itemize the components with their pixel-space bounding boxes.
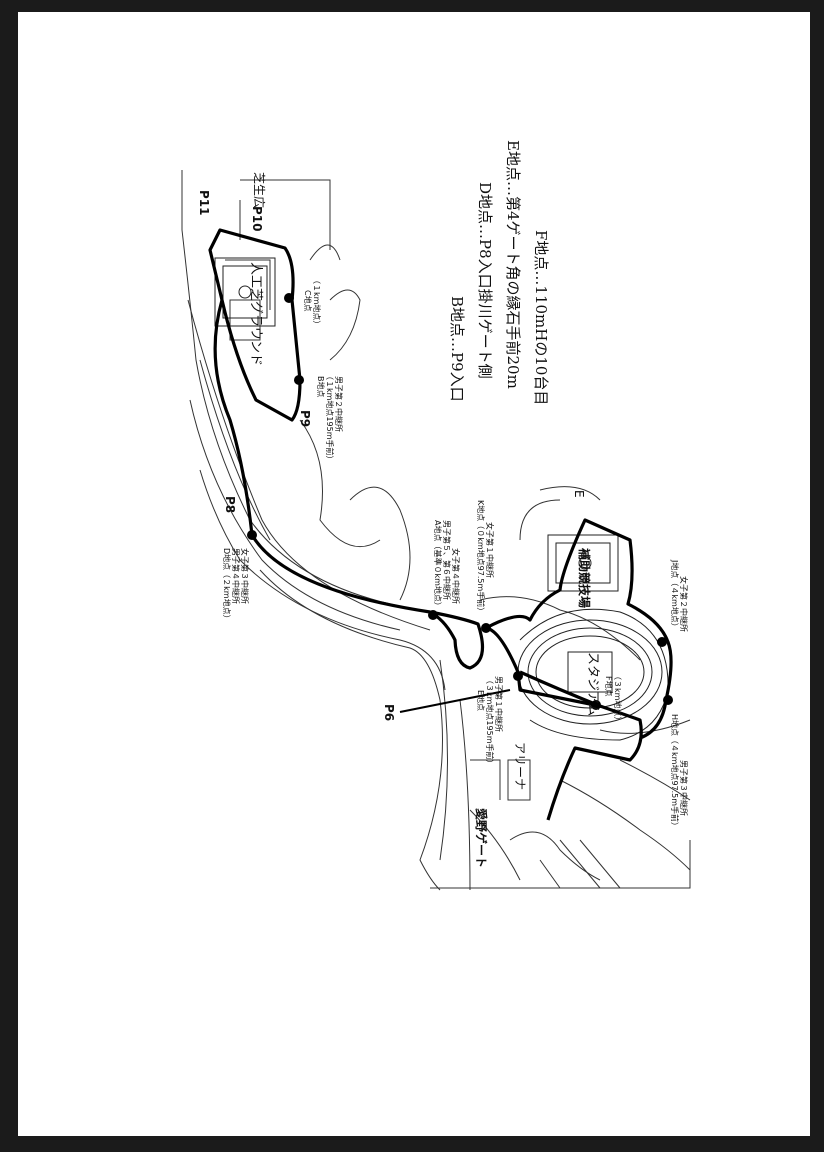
artificial-ground-shape (214, 257, 276, 327)
point-f-line2: （３km地点） (613, 672, 623, 724)
point-c-line1: C地点 (303, 290, 313, 312)
stadium-label: スタジアム (585, 652, 600, 716)
point-c-line2: （１km地点） (312, 276, 322, 328)
edge-letter-label: E (572, 490, 586, 498)
marker-b (294, 375, 304, 385)
point-k-line1: K地点（０km地点97.5m手前） (476, 500, 486, 615)
legend-e: E地点…第4ゲート角の縁石手前20m (504, 140, 522, 389)
marker-k (481, 623, 491, 633)
parking-p9: P9 (298, 410, 312, 427)
point-b-line3: 男子第２中継所 (334, 376, 344, 432)
legend-d: D地点…P8入口掛川ゲート側 (476, 182, 494, 379)
legend: B地点…P9入口 D地点…P8入口掛川ゲート側 E地点…第4ゲート角の縁石手前2… (448, 140, 550, 405)
legend-b: B地点…P9入口 (448, 296, 466, 402)
point-f-line1: F地点 (604, 676, 614, 697)
point-a-line2: 男子第５、第６中継所 (442, 520, 452, 600)
route-markers (247, 293, 673, 710)
marker-j (657, 637, 667, 647)
point-k-line2: 女子第１中継所 (485, 522, 495, 578)
parking-p8: P8 (223, 496, 237, 513)
point-j-line1: J地点（４km地点） (670, 559, 680, 631)
point-e-line1: E地点 (476, 690, 486, 711)
point-e-line2: （３km地点195m手前） (485, 676, 495, 768)
parking-p11: P11 (197, 190, 211, 216)
marker-h (663, 695, 673, 705)
marker-e (513, 671, 523, 681)
lawn-label: 芝生広 (252, 172, 267, 208)
sakurai-gate-label: 愛野ゲート (474, 808, 489, 868)
point-b-line1: B地点 (316, 376, 326, 398)
parking-labels: P11 P10 P9 P8 P6 (197, 190, 396, 721)
course-route (208, 228, 673, 821)
marker-d (247, 530, 257, 540)
aux-field-shape (547, 534, 619, 592)
point-labels: C地点 （１km地点） B地点 （１km地点195m手前） 男子第２中継所 D地… (222, 276, 689, 830)
point-b-line2: （１km地点195m手前） (325, 372, 335, 464)
point-a-line3: 女子第４中継所 (451, 548, 461, 604)
artificial-ground-label: 人工芝グラウンド (248, 262, 264, 366)
point-d-line1: D地点（２km地点） (222, 548, 232, 623)
aux-field-label: 補助競技場 (577, 547, 592, 608)
point-h-line1: H地点（４km地点97.5m手前） (670, 714, 680, 830)
point-a-line1: A地点（基準０km地点） (433, 520, 443, 610)
parking-p10: P10 (250, 206, 264, 232)
parking-p6: P6 (382, 704, 396, 721)
marker-f (591, 700, 601, 710)
legend-f: F地点…110mHの10台目 (532, 230, 550, 405)
point-j-line2: 女子第２中継所 (679, 576, 689, 632)
p6-pointer (399, 689, 511, 713)
marker-c (284, 293, 294, 303)
point-h-line2: 男子第３中継所 (679, 760, 689, 816)
base-map (181, 170, 691, 891)
point-e-line3: 男子第１中継所 (494, 676, 504, 732)
page (18, 12, 810, 1136)
marker-a (428, 610, 438, 620)
point-d-line3: 女子第３中継所 (240, 548, 250, 604)
place-labels: 芝生広 人工芝グラウンド スタジアム 補助競技場 アリーナ 愛野ゲート E (248, 172, 600, 868)
point-d-line2: 男子第４中継所 (231, 548, 241, 604)
arena-label: アリーナ (513, 742, 527, 790)
